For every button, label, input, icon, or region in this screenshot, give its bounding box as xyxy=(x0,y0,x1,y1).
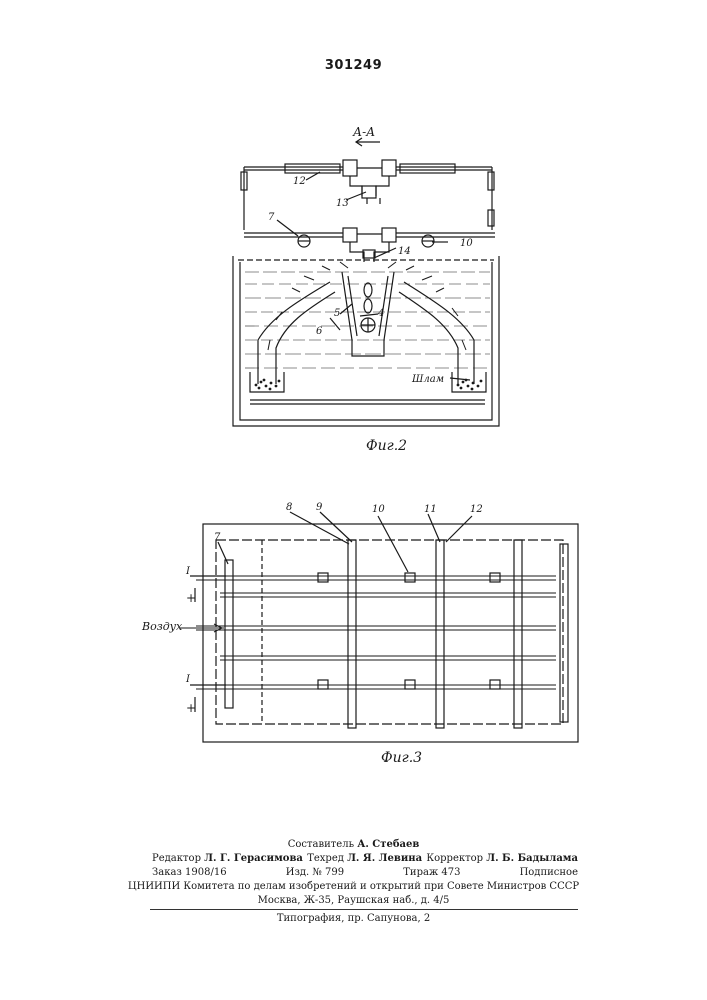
busbar-insulator-left xyxy=(285,164,340,173)
callout-5: 5 xyxy=(334,308,340,319)
air-header xyxy=(180,624,224,632)
order-number: Заказ 1908/16 xyxy=(152,866,227,880)
pole-label-top-2: + xyxy=(186,591,196,605)
callout-12: 12 xyxy=(293,176,306,187)
techred-name: Л. Я. Левина xyxy=(347,853,422,864)
editor-name: Л. Г. Герасимова xyxy=(204,853,303,864)
corrector-entry: Корректор Л. Б. Бадылама xyxy=(426,852,578,866)
clamp-block-lower-left xyxy=(343,228,357,242)
techred-entry: Техред Л. Я. Левина xyxy=(307,852,422,866)
callout-10: 10 xyxy=(460,238,473,249)
callout-9: 9 xyxy=(316,502,323,513)
edition-number: Изд. № 799 xyxy=(286,866,344,880)
callout-4: 4 xyxy=(377,308,384,319)
pole-label-top-1: I xyxy=(185,566,191,577)
plan-rails xyxy=(196,576,556,689)
right-deflector xyxy=(404,282,474,384)
busbar-insulator-right xyxy=(400,164,455,173)
sludge-deposits xyxy=(255,379,483,391)
pole-label-bottom-1: I xyxy=(185,674,191,685)
figure-2-drawing: А-А 12 13 7 10 14 5 4 6 Шлам xyxy=(0,0,707,460)
composer-label: Составитель xyxy=(288,839,354,850)
subscription: Подписное xyxy=(520,866,578,880)
organization-line: ЦНИИПИ Комитета по делам изобретений и о… xyxy=(0,880,707,894)
clamp-block-lower-right xyxy=(382,228,396,242)
section-label: А-А xyxy=(352,125,375,139)
figure-3-caption: Фиг.3 xyxy=(381,750,422,766)
techred-label: Техред xyxy=(307,853,344,864)
callout-7: 7 xyxy=(214,532,221,543)
callout-sludge: Шлам xyxy=(411,374,444,385)
divider xyxy=(150,909,578,910)
printer-line: Типография, пр. Сапунова, 2 xyxy=(0,912,707,926)
switch-block-13 xyxy=(362,186,376,198)
callout-14: 14 xyxy=(398,246,411,257)
flow-arrows xyxy=(268,262,466,350)
order-row: Заказ 1908/16 Изд. № 799 Тираж 473 Подпи… xyxy=(152,866,578,880)
circulation: Тираж 473 xyxy=(403,866,460,880)
figure-3-drawing: 7 8 9 10 11 12 Воздух I + I + xyxy=(0,490,707,750)
callout-12: 12 xyxy=(470,504,483,515)
callout-7: 7 xyxy=(268,212,275,223)
callout-10: 10 xyxy=(372,504,385,515)
electrode-bars xyxy=(225,540,568,728)
callout-11: 11 xyxy=(424,504,437,515)
air-label: Воздух xyxy=(141,620,183,633)
callout-6: 6 xyxy=(316,326,323,337)
clamp-block-left xyxy=(343,160,357,176)
figure-2-caption: Фиг.2 xyxy=(366,438,407,454)
composer-name: А. Стебаев xyxy=(357,839,419,850)
address-line: Москва, Ж-35, Раушская наб., д. 4/5 xyxy=(0,894,707,908)
callout-8: 8 xyxy=(286,502,292,513)
callout-13: 13 xyxy=(336,198,349,209)
composer-line: Составитель А. Стебаев xyxy=(0,838,707,852)
editor-entry: Редактор Л. Г. Герасимова xyxy=(152,852,303,866)
corrector-name: Л. Б. Бадылама xyxy=(486,853,578,864)
pole-label-bottom-2: + xyxy=(186,701,196,715)
clamp-block-right xyxy=(382,160,396,176)
corrector-label: Корректор xyxy=(426,853,483,864)
editor-label: Редактор xyxy=(152,853,201,864)
staff-row: Редактор Л. Г. Герасимова Техред Л. Я. Л… xyxy=(152,852,578,866)
